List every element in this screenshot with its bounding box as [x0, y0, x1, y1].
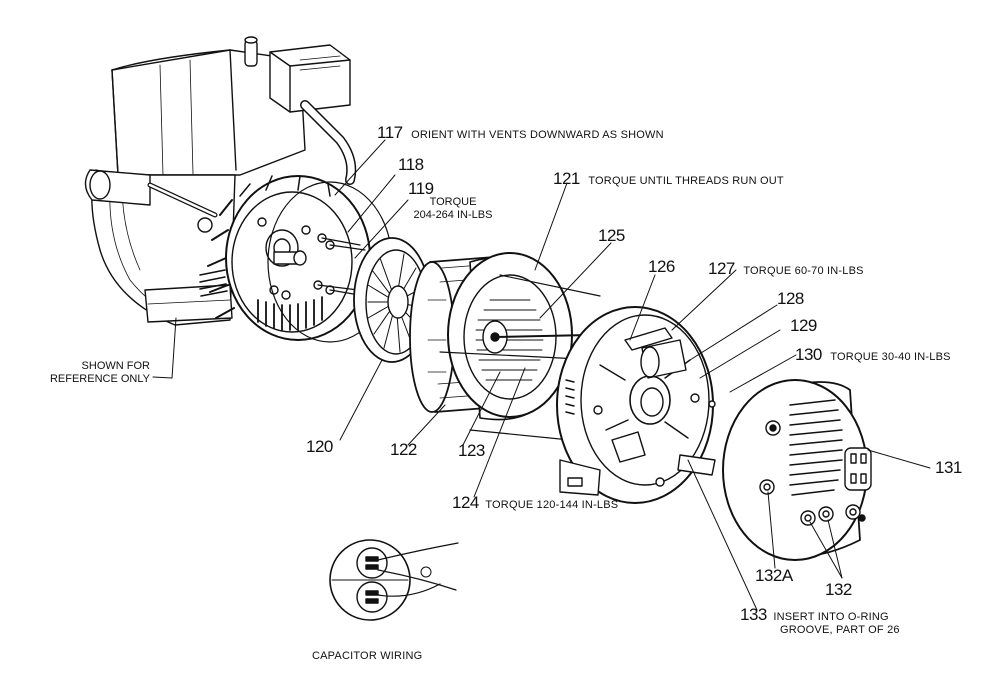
- callout-125: 125: [598, 227, 625, 245]
- callout-130-number: 130: [795, 345, 822, 364]
- callout-119-number: 119: [408, 179, 434, 198]
- callout-132: 132: [825, 581, 852, 599]
- callout-124-number: 124: [452, 493, 479, 512]
- callout-121: 121 TORQUE UNTIL THREADS RUN OUT: [553, 170, 784, 188]
- reference-note: SHOWN FOR REFERENCE ONLY: [40, 360, 150, 386]
- callout-119-note: TORQUE 204-264 IN-LBS: [405, 196, 501, 222]
- reference-note-line1: SHOWN FOR: [81, 360, 150, 372]
- callout-133-note: INSERT INTO O-RING: [773, 611, 889, 623]
- callout-125-number: 125: [598, 226, 625, 245]
- capacitor-wiring-inset: [329, 539, 459, 621]
- callout-132-number: 132: [825, 580, 852, 599]
- callout-127-note: TORQUE 60-70 IN-LBS: [743, 265, 864, 277]
- callout-129-number: 129: [790, 316, 817, 335]
- part-117-adapter: [199, 175, 371, 341]
- capacitor-wiring-caption: CAPACITOR WIRING: [312, 650, 423, 662]
- part-126-end-bell: [556, 306, 716, 504]
- callout-127: 127 TORQUE 60-70 IN-LBS: [708, 260, 864, 278]
- callout-130-note: TORQUE 30-40 IN-LBS: [830, 351, 951, 363]
- callout-119-note-line2: 204-264 IN-LBS: [413, 209, 493, 221]
- callout-129: 129: [790, 317, 817, 335]
- callout-126-number: 126: [648, 257, 675, 276]
- callout-119: 119: [408, 180, 434, 198]
- engine-reference: [84, 36, 357, 326]
- reference-note-line2: REFERENCE ONLY: [49, 373, 150, 385]
- callout-130: 130 TORQUE 30-40 IN-LBS: [795, 346, 951, 364]
- leader-lines: [152, 139, 931, 611]
- callout-128-number: 128: [777, 289, 804, 308]
- callout-121-number: 121: [553, 169, 580, 188]
- callout-128: 128: [777, 290, 804, 308]
- callout-120-number: 120: [306, 437, 333, 456]
- callout-127-number: 127: [708, 259, 735, 278]
- callout-133-number: 133: [740, 605, 767, 624]
- part-125-rotor-housing: [439, 252, 601, 441]
- callout-117-number: 117: [377, 123, 403, 142]
- callout-133: 133 INSERT INTO O-RING: [740, 606, 889, 624]
- callout-120: 120: [306, 438, 333, 456]
- callout-132a: 132A: [755, 567, 793, 585]
- callout-124-note: TORQUE 120-144 IN-LBS: [485, 499, 619, 511]
- callout-118: 118: [398, 156, 424, 174]
- callout-124: 124 TORQUE 120-144 IN-LBS: [452, 494, 618, 512]
- callout-131: 131: [935, 459, 962, 477]
- callout-132a-number: 132A: [755, 566, 793, 585]
- callout-123: 123: [458, 442, 485, 460]
- callout-122: 122: [390, 441, 417, 459]
- part-131-end-cover: [722, 379, 872, 561]
- callout-123-number: 123: [458, 441, 485, 460]
- callout-121-note: TORQUE UNTIL THREADS RUN OUT: [588, 175, 784, 187]
- callout-122-number: 122: [390, 440, 417, 459]
- callout-126: 126: [648, 258, 675, 276]
- callout-117-note: ORIENT WITH VENTS DOWNWARD AS SHOWN: [411, 129, 664, 141]
- callout-133-note-line2: GROOVE, PART OF 26: [780, 624, 900, 636]
- callout-117: 117 ORIENT WITH VENTS DOWNWARD AS SHOWN: [377, 124, 664, 142]
- callout-118-number: 118: [398, 155, 424, 174]
- callout-119-note-line1: TORQUE: [429, 196, 477, 208]
- callout-131-number: 131: [935, 458, 962, 477]
